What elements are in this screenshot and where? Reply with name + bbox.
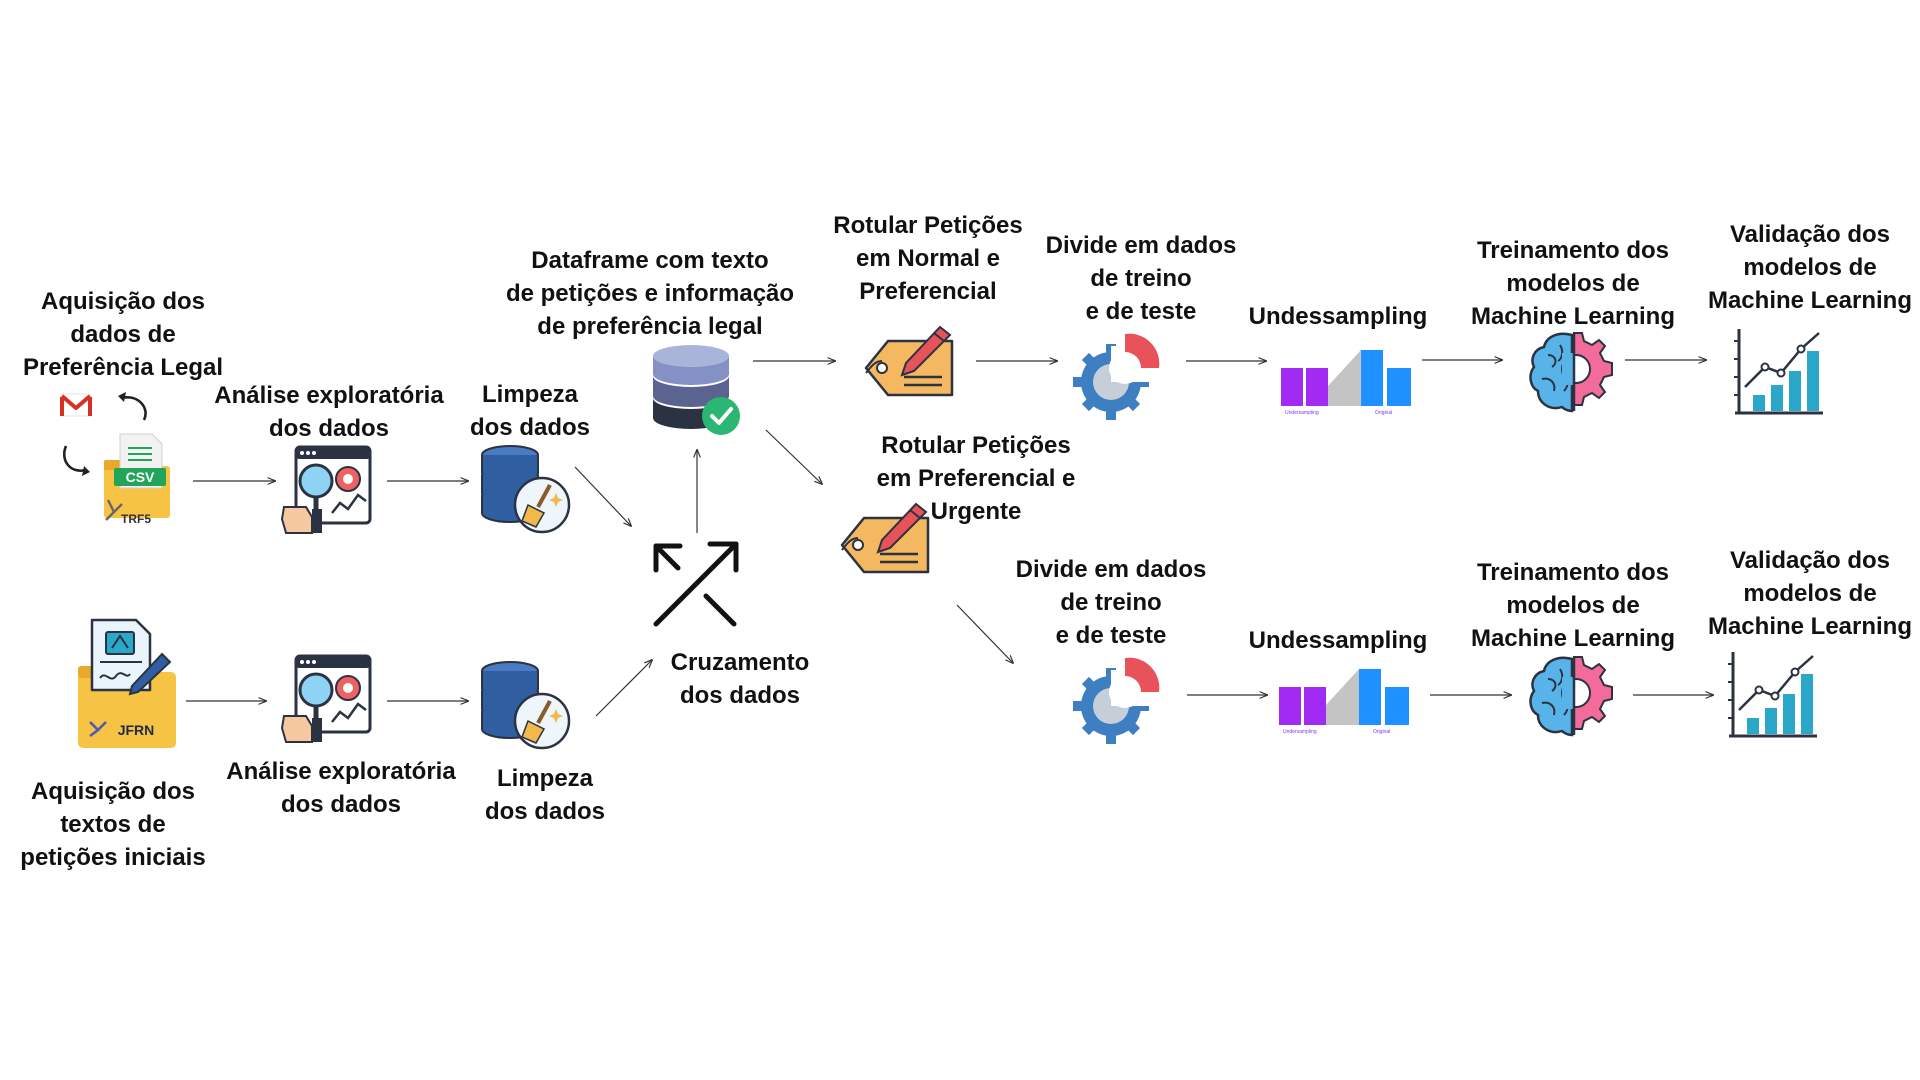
label-split-train-test-bottom: Divide em dados de treino e de teste	[1015, 556, 1207, 649]
exploratory-analysis-icon-top	[280, 445, 372, 534]
growth-chart-icon-bottom	[1728, 652, 1817, 738]
label-training-top: Treinamento dos modelos de Machine Learn…	[1470, 237, 1676, 330]
label-label-normal-preferential: Rotular Petições em Normal e Preferencia…	[833, 212, 1023, 305]
dataframe-database-icon	[653, 345, 740, 435]
database-cleaning-icon-top	[481, 445, 571, 534]
gmail-icon	[60, 393, 92, 417]
arrow-cleaning-top-to-merge	[574, 466, 631, 526]
label-exploratory-analysis-bottom: Análise exploratória dos dados	[226, 758, 456, 818]
undersampling-bars-icon-top: Undersampling Original	[1281, 350, 1411, 416]
tag-urgent-icon	[840, 502, 930, 574]
label-training-bottom: Treinamento dos modelos de Machine Learn…	[1470, 559, 1676, 652]
split-gear-icon-bottom	[1073, 657, 1160, 744]
label-exploratory-analysis-top: Análise exploratória dos dados	[214, 382, 444, 442]
label-undersampling-top: Undessampling	[1248, 303, 1428, 330]
label-validation-top: Validação dos modelos de Machine Learnin…	[1707, 221, 1913, 314]
svg-text:Original: Original	[1373, 729, 1390, 735]
tag-normal-icon	[864, 325, 954, 397]
trf5-logo: TRF5	[105, 499, 151, 526]
arrow-cleaning-bottom-to-merge	[595, 660, 652, 717]
svg-text:Original: Original	[1375, 410, 1392, 416]
svg-text:CSV: CSV	[126, 469, 155, 485]
label-validation-bottom: Validação dos modelos de Machine Learnin…	[1707, 547, 1913, 640]
label-split-train-test-top: Divide em dados de treino e de teste	[1045, 232, 1237, 325]
label-acquisition-legal-preference: Aquisição dos dados de Preferência Legal	[22, 288, 224, 381]
label-data-cleaning-top: Limpeza dos dados	[469, 381, 590, 441]
arrow-label-urgent-to-split-bottom	[956, 604, 1013, 663]
svg-text:JFRN: JFRN	[118, 722, 155, 738]
svg-text:Undersampling: Undersampling	[1283, 729, 1317, 735]
database-cleaning-icon-bottom	[481, 661, 571, 750]
merge-arrows-icon	[653, 541, 739, 627]
petition-document-icon: JFRN	[78, 618, 176, 748]
label-undersampling-bottom: Undessampling	[1248, 627, 1428, 654]
undersampling-bars-icon-bottom: Undersampling Original	[1279, 669, 1409, 735]
label-data-cleaning-bottom: Limpeza dos dados	[484, 765, 605, 825]
curved-arrow-icon	[121, 396, 147, 421]
split-gear-icon-top	[1073, 333, 1160, 420]
csv-file-icon: CSV	[114, 433, 166, 489]
exploratory-analysis-icon-bottom	[280, 654, 372, 743]
label-label-preferential-urgent: Rotular Petições em Preferencial e Urgen…	[876, 432, 1076, 525]
acquisition-preference-icon: CSV TRF5	[60, 392, 170, 526]
label-acquisition-petitions: Aquisição dos textos de petições iniciai…	[20, 778, 206, 871]
growth-chart-icon-top	[1734, 329, 1823, 415]
svg-text:Undersampling: Undersampling	[1285, 410, 1319, 416]
curved-arrow-icon-2	[63, 445, 87, 472]
brain-gear-icon-bottom	[1529, 656, 1613, 737]
label-dataframe: Dataframe com texto de petições e inform…	[505, 247, 795, 340]
label-merge-data: Cruzamento dos dados	[670, 649, 810, 709]
brain-gear-icon-top	[1529, 332, 1613, 413]
arrow-dataframe-to-label-urgent	[765, 429, 822, 484]
svg-text:TRF5: TRF5	[121, 512, 151, 526]
